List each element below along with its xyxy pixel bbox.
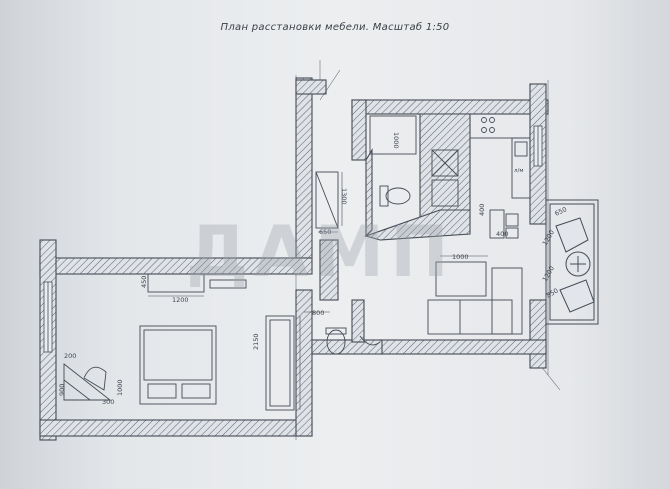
dim-450: 450 (140, 276, 148, 288)
armchair-lower (559, 279, 595, 313)
kitchen-counter-top (469, 113, 531, 139)
sink (514, 141, 528, 157)
hob-ring-4 (489, 127, 495, 133)
dining-table (435, 261, 487, 297)
bath-toilet-tank (325, 327, 347, 335)
dim-1300: 1300 (340, 188, 348, 205)
fridge-box (369, 115, 417, 155)
wall-living-bottom (379, 339, 547, 355)
windows (43, 125, 543, 353)
kitchen-furniture (369, 113, 531, 239)
double-bed (139, 325, 217, 405)
sofa (427, 299, 513, 335)
toilet-bowl (385, 187, 411, 205)
wall-corridor-top (295, 79, 327, 95)
plan-title: План расстановки мебели. Масштаб 1:50 (220, 22, 450, 33)
dim-1200-b: 1200 (541, 229, 556, 247)
watermark-logo: ДАМП (186, 211, 455, 293)
toilet-tank (379, 185, 389, 207)
wall-stair-ramp (364, 209, 471, 241)
wardrobe (315, 171, 339, 229)
dim-900: 900 (58, 384, 66, 396)
dimension-lines (148, 172, 488, 410)
dish-cabinet (431, 149, 459, 177)
dim-1000-bed: 1000 (116, 379, 124, 396)
wall-bedroom-bottom (39, 419, 313, 437)
pillow-left (147, 383, 177, 399)
bathtub (265, 315, 295, 411)
bedroom-furniture (63, 273, 247, 405)
wall-bath-partition (351, 299, 365, 343)
washer-label: л/м (514, 168, 524, 174)
dim-400-b: 400 (496, 230, 508, 238)
kitchen-cabinet-low (489, 209, 505, 239)
sofa-arm (491, 267, 523, 335)
washbasin (359, 335, 381, 346)
stove-box (431, 179, 459, 207)
wall-kitchen-island (419, 113, 471, 219)
dim-650-b: 650 (553, 205, 568, 218)
hob-ring-2 (489, 117, 495, 123)
armchair-upper (555, 217, 589, 253)
dim-800: 800 (312, 309, 324, 317)
balcony (545, 199, 599, 325)
bath-toilet (326, 329, 346, 355)
dim-2150: 2150 (252, 333, 260, 350)
dim-1000-fridge: 1000 (392, 132, 400, 149)
walls (39, 77, 549, 441)
bedroom-desk (147, 273, 205, 293)
kitchen-counter-right (511, 137, 531, 199)
dim-1200-c: 1200 (541, 265, 556, 283)
dim-850: 850 (545, 287, 560, 300)
dim-1200-a: 1200 (172, 296, 189, 304)
wall-kitchen-left (351, 99, 367, 161)
living-room-furniture (427, 261, 523, 335)
dim-1000-table: 1000 (452, 253, 469, 261)
hob-ring-3 (481, 127, 487, 133)
bathroom-furniture (265, 315, 381, 411)
dim-200: 200 (64, 352, 76, 360)
bedroom-shelf (209, 279, 247, 289)
wall-kitchen-top (351, 99, 549, 115)
wall-right-lower (529, 299, 547, 369)
wall-bath-bottom (311, 339, 383, 355)
dim-650: 650 (319, 228, 331, 236)
dim-400-a: 400 (478, 204, 486, 216)
dim-300: 300 (102, 398, 114, 406)
kitchen-chair-2 (505, 227, 519, 239)
hob-ring-1 (481, 117, 487, 123)
wall-central-partition (319, 239, 339, 301)
kitchen-chair-1 (505, 213, 519, 227)
corner-table (63, 363, 112, 401)
bedroom-armchair (83, 366, 107, 391)
pillow-right (181, 383, 211, 399)
hallway-furniture (315, 171, 339, 229)
